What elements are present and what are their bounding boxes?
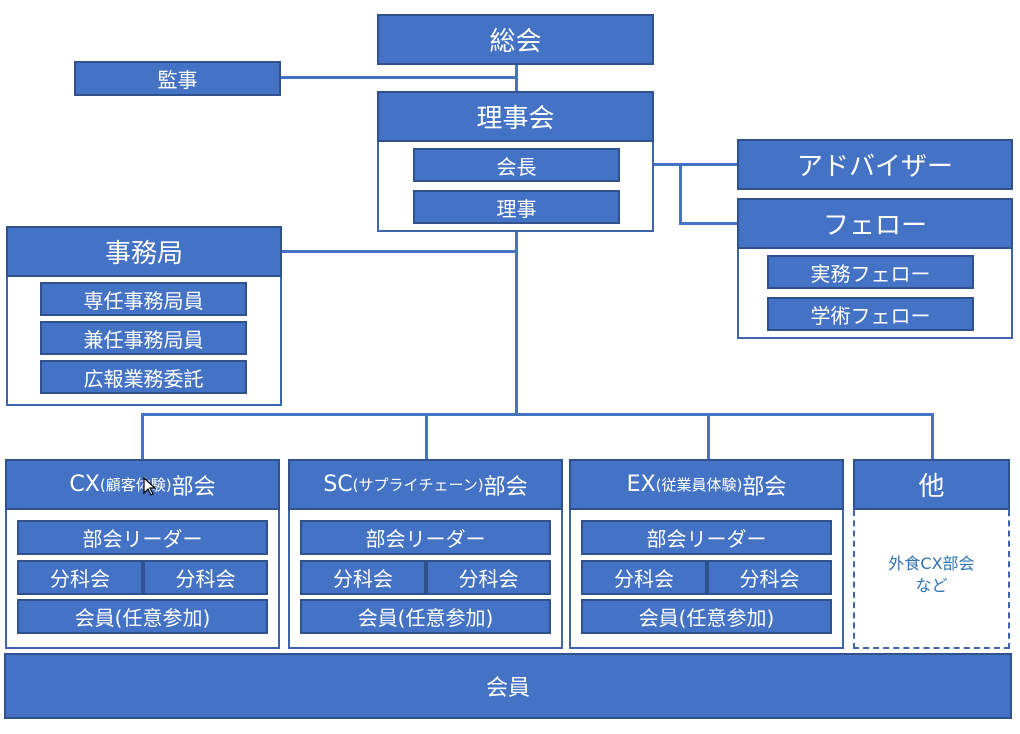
subcommittee-ex-leader: 部会リーダー: [581, 520, 832, 555]
subcommittee-cx-suffix: 部会: [171, 474, 216, 500]
subcommittee-sc-suffix: 部会: [483, 474, 528, 500]
subcommittee-cx-leader: 部会リーダー: [17, 520, 268, 555]
subcommittee-cx-paren: (顧客体験): [99, 476, 172, 494]
members-bar: 会員: [4, 653, 1012, 719]
subcommittee-cx-title: CX(顧客体験)部会: [5, 459, 280, 510]
other-note: 外食CX部会 など: [855, 530, 1008, 620]
subcommittee-sc-members: 会員(任意参加): [300, 599, 551, 634]
subcommittee-ex-paren: (従業員体験): [655, 476, 743, 494]
secretariat-member-pr: 広報業務委託: [40, 360, 247, 394]
subcommittee-sc-prefix: SC: [323, 472, 353, 497]
fellow-member-academic: 学術フェロー: [767, 297, 974, 331]
subcommittee-sc-leader: 部会リーダー: [300, 520, 551, 555]
advisor-box: アドバイザー: [737, 139, 1013, 190]
fellow-member-practical: 実務フェロー: [767, 255, 974, 289]
connector-board-trunk: [515, 230, 518, 414]
connector-horizontal-bus: [141, 413, 934, 416]
mouse-cursor-icon: [143, 477, 157, 496]
connector-drop-other: [931, 413, 934, 461]
board-member-director: 理事: [413, 190, 620, 224]
secretariat-member-fulltime: 専任事務局員: [40, 282, 247, 316]
subcommittee-sc-title: SC(サプライチェーン)部会: [288, 459, 563, 510]
connector-advisor-vertical: [679, 163, 682, 224]
other-note-line2: など: [915, 576, 948, 595]
subcommittee-ex-title: EX(従業員体験)部会: [569, 459, 844, 510]
subcommittee-ex-section-2: 分科会: [707, 560, 832, 595]
subcommittee-cx-members: 会員(任意参加): [17, 599, 268, 634]
connector-auditor: [280, 76, 517, 79]
auditor-box: 監事: [74, 61, 281, 96]
board-title: 理事会: [377, 91, 654, 142]
subcommittee-sc-paren: (サプライチェーン): [352, 476, 484, 494]
connector-secretariat: [280, 250, 517, 253]
subcommittee-ex-prefix: EX: [626, 472, 656, 497]
subcommittee-ex-suffix: 部会: [742, 474, 787, 500]
subcommittee-cx-prefix: CX: [69, 472, 100, 497]
subcommittee-ex-members: 会員(任意参加): [581, 599, 832, 634]
board-member-chair: 会長: [413, 148, 620, 182]
subcommittee-cx-section-2: 分科会: [143, 560, 268, 595]
subcommittee-sc-section-2: 分科会: [426, 560, 551, 595]
other-note-line1: 外食CX部会: [888, 554, 975, 573]
general-assembly-box: 総会: [377, 14, 654, 65]
connector-fellow: [679, 222, 738, 225]
other-title: 他: [853, 459, 1010, 510]
connector-drop-sc: [425, 413, 428, 461]
fellow-title: フェロー: [737, 198, 1013, 249]
subcommittee-cx-section-1: 分科会: [17, 560, 143, 595]
subcommittee-sc-section-1: 分科会: [300, 560, 426, 595]
secretariat-title: 事務局: [6, 226, 282, 277]
connector-drop-ex: [707, 413, 710, 461]
secretariat-member-parttime: 兼任事務局員: [40, 321, 247, 355]
connector-drop-cx: [141, 413, 144, 461]
subcommittee-ex-section-1: 分科会: [581, 560, 707, 595]
